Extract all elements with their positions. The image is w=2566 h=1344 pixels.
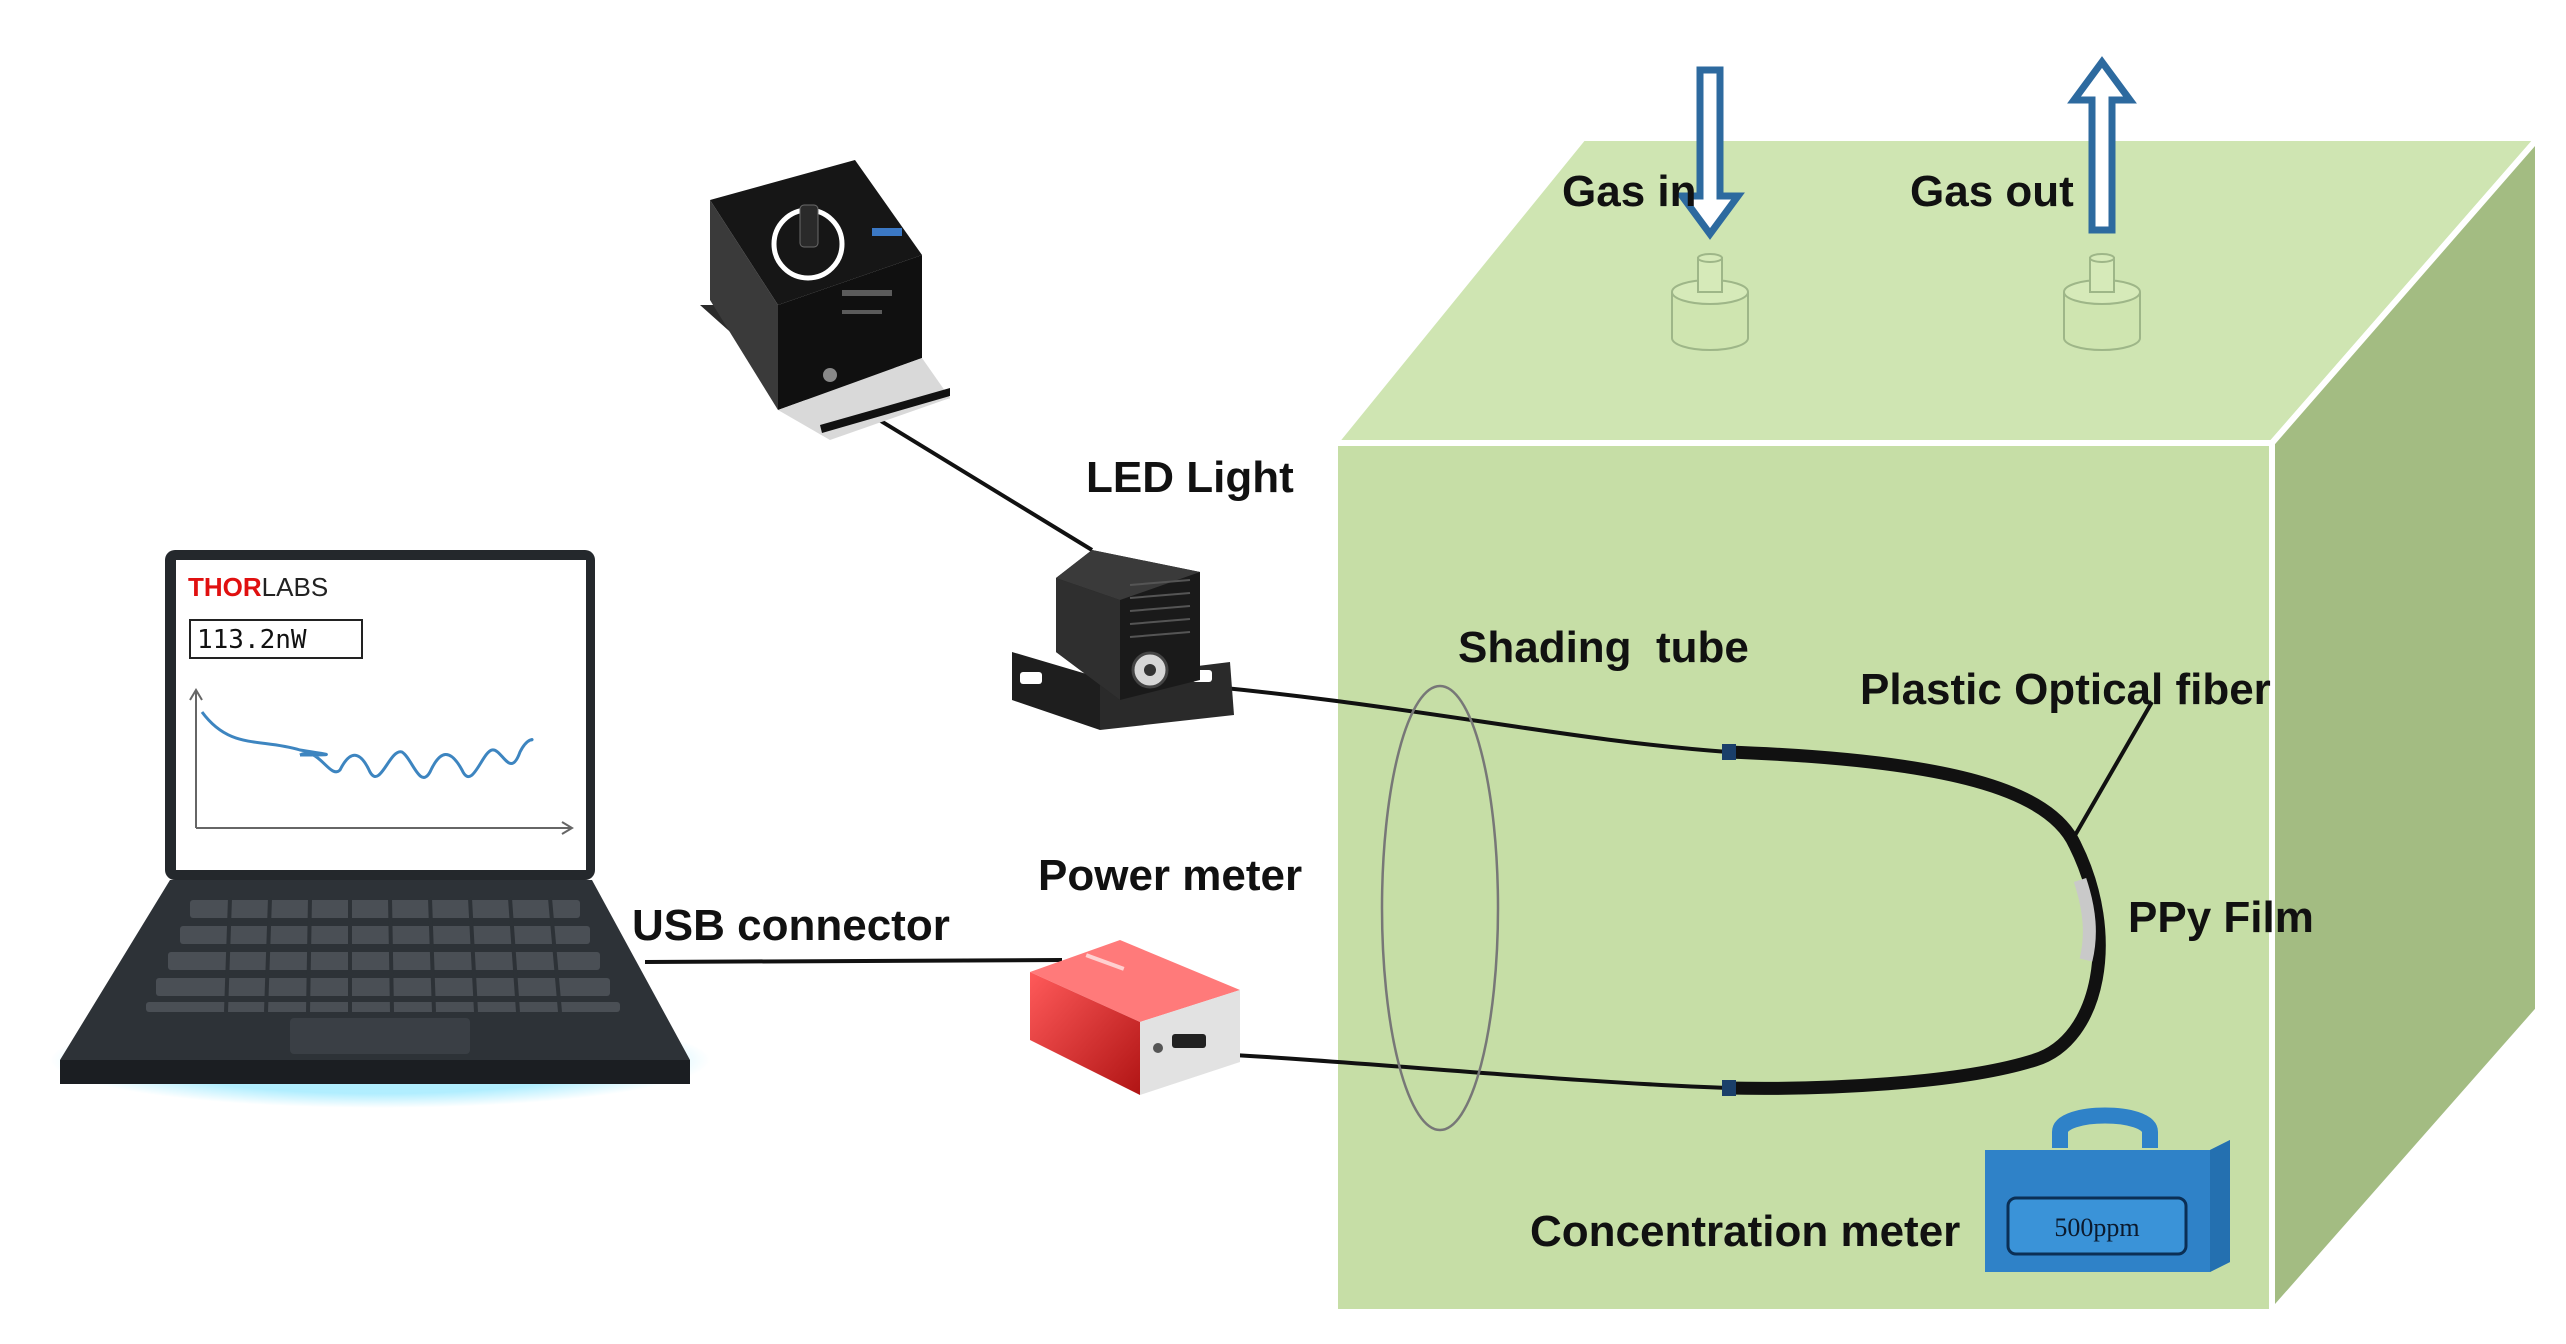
laptop-touchpad: [290, 1018, 470, 1054]
laptop: THORLABS 113.2nW: [50, 550, 710, 1108]
power-meter-unit: [1030, 940, 1240, 1095]
reading-box: [189, 619, 363, 659]
ppy-film-segment: [2073, 877, 2096, 962]
gas-in-arrow: [1675, 66, 1745, 240]
gas-chamber: [1328, 129, 2545, 1320]
thorlabs-logo-black: LABS: [262, 572, 329, 602]
label-usb-connector: USB connector: [632, 901, 950, 950]
fiber-connector-bottom: [1722, 1080, 1736, 1096]
label-gas-in: Gas in: [1562, 167, 1697, 216]
thorlabs-logo-red: THOR: [188, 572, 262, 602]
gas-in-port: [1671, 253, 1749, 351]
shading-tube: [1380, 684, 1500, 1132]
label-plastic-optical-fiber: Plastic Optical fiber: [1860, 665, 2271, 714]
fiber-label-leader: [2068, 700, 2154, 846]
plastic-optical-fiber: [1727, 745, 2106, 1095]
concentration-reading: 500ppm: [2054, 1213, 2139, 1242]
label-gas-out: Gas out: [1910, 167, 2074, 216]
power-reading: 113.2nW: [197, 625, 307, 655]
led-light-unit: [1012, 550, 1234, 730]
led-driver-unit: [700, 160, 950, 440]
label-power-meter: Power meter: [1038, 851, 1302, 900]
labels: Gas in Gas out LED Light Shading tube Pl…: [632, 167, 2314, 1256]
concentration-display: [2006, 1196, 2188, 1256]
gas-out-port: [2063, 253, 2141, 351]
screen-plot: [189, 688, 574, 835]
label-ppy-film: PPy Film: [2128, 893, 2314, 942]
laptop-screen: [176, 560, 586, 870]
label-concentration-meter: Concentration meter: [1530, 1207, 1960, 1256]
label-shading-tube: Shading tube: [1458, 623, 1749, 672]
label-led-light: LED Light: [1086, 453, 1294, 502]
thorlabs-logo: THORLABS: [188, 572, 328, 602]
concentration-meter-unit: 500ppm: [1985, 1107, 2230, 1272]
powermeter-to-fiber-cable: [1177, 1050, 1729, 1090]
gas-out-arrow: [2067, 56, 2137, 234]
signal-trace: [200, 711, 534, 779]
fiber-connector-top: [1722, 744, 1736, 760]
usb-cable: [644, 958, 1063, 964]
